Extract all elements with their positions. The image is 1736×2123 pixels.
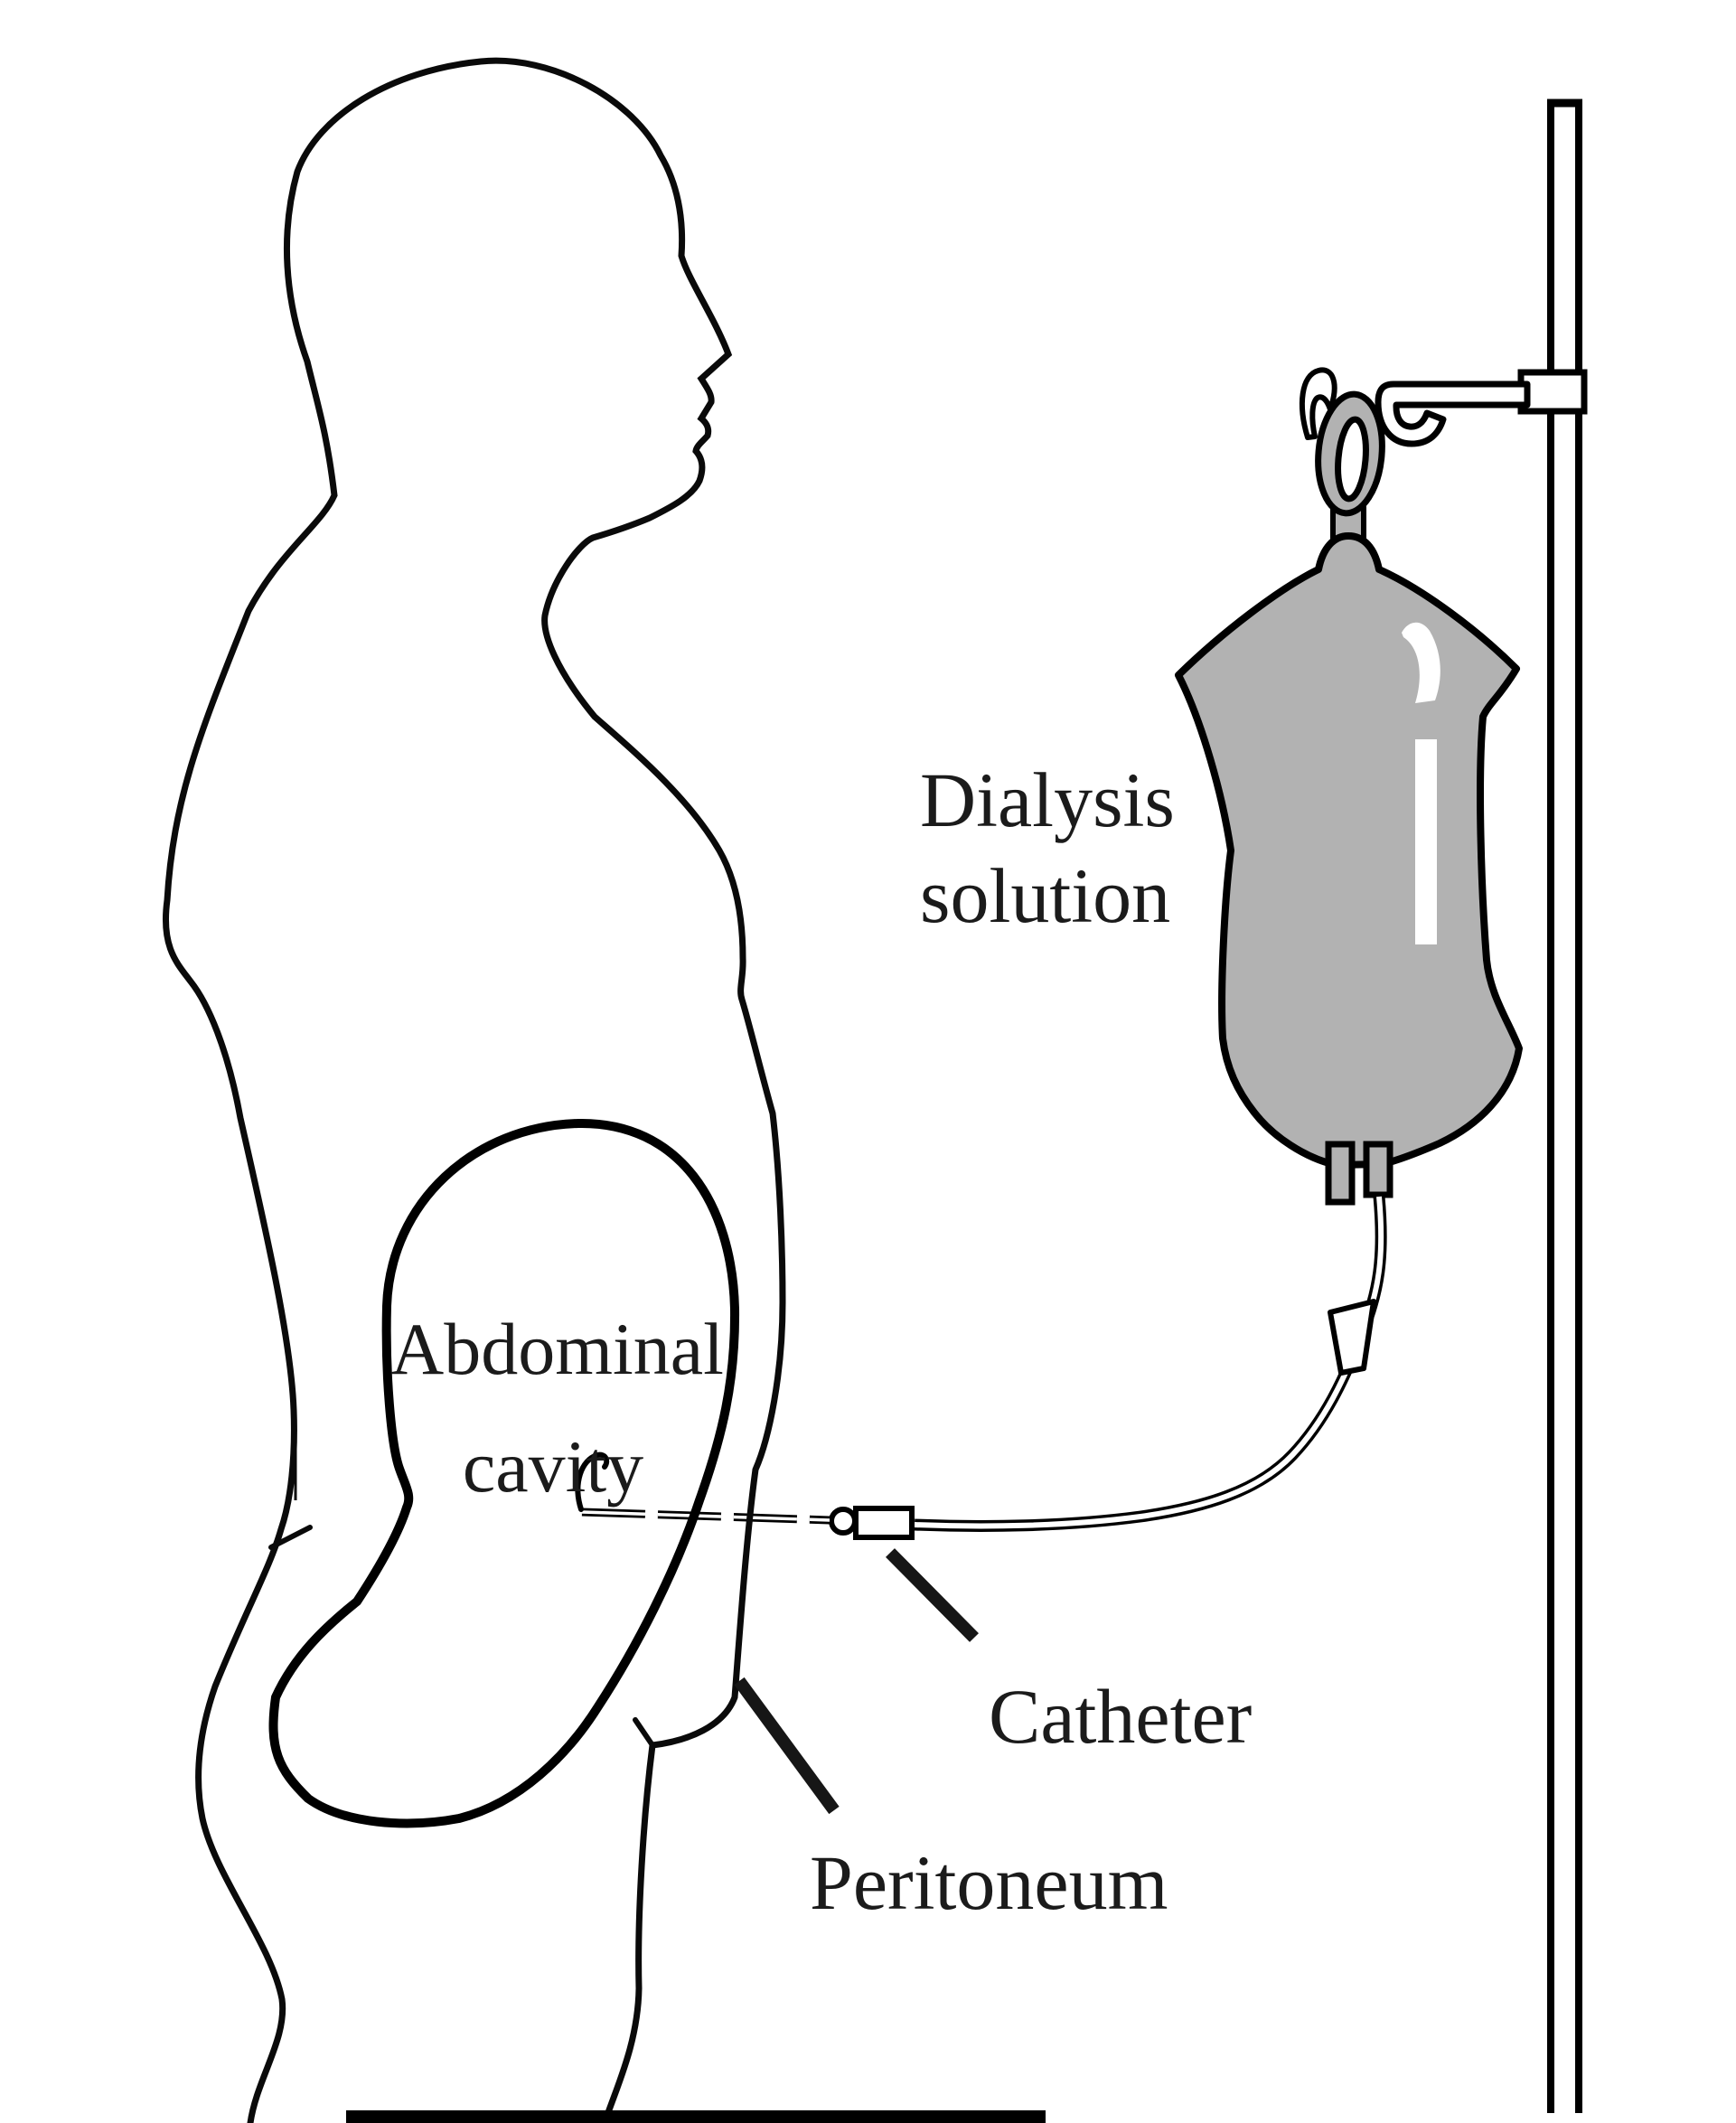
peritoneum-label: Peritoneum — [810, 1839, 1168, 1926]
bag-ports — [1325, 1141, 1393, 1206]
abdominal-cavity-label: Abdominal cavity — [390, 1291, 724, 1526]
catheter-leader-line — [886, 1548, 979, 1642]
dialysis-solution-label-line1: Dialysis — [920, 756, 1175, 843]
catheter-tip-curl — [575, 1451, 610, 1512]
transfer-tube — [914, 1196, 1387, 1532]
dialysis-solution-label-line2: solution — [920, 852, 1171, 939]
groin-crease — [633, 1717, 655, 1748]
peritoneal-catheter — [575, 1451, 830, 1525]
catheter-connector-bead — [829, 1507, 858, 1536]
peritoneum-leader-line — [734, 1677, 840, 1815]
bag-highlight — [1402, 622, 1440, 944]
hanger-ring — [1315, 390, 1385, 517]
bottom-crop-bar — [346, 2110, 1046, 2123]
human-figure-profile — [162, 57, 786, 2123]
iv-pole — [1547, 99, 1582, 2113]
dialysis-solution-label: Dialysis solution — [920, 752, 1175, 944]
ring-curl-hook — [1300, 367, 1337, 440]
abdominal-cavity-label-line2: cavity — [462, 1425, 644, 1508]
catheter-label: Catheter — [989, 1673, 1253, 1760]
waist-crease — [268, 1525, 313, 1550]
abdominal-cavity-outline — [268, 1118, 740, 1828]
abdominal-cavity-label-line1: Abdominal — [390, 1308, 724, 1390]
catheter-connector — [853, 1506, 915, 1540]
tube-taper-connector — [1328, 1299, 1376, 1376]
dialysis-solution-bag — [1175, 532, 1523, 1169]
pole-hook-arm — [1375, 380, 1531, 447]
